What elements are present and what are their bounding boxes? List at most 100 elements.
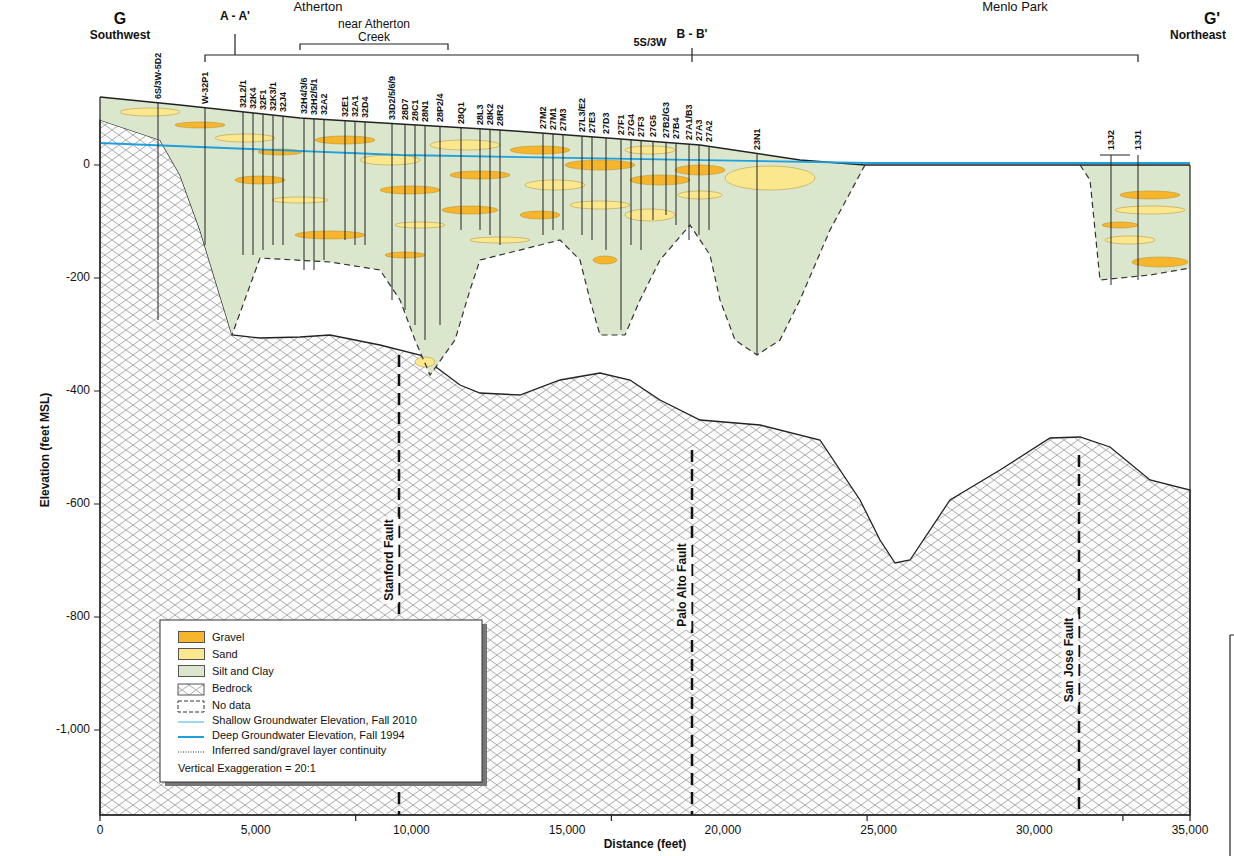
well-id: 27E3	[588, 112, 597, 133]
well-id: 32H4/3/6	[300, 78, 309, 115]
well-line	[676, 143, 677, 225]
well-line	[543, 133, 544, 235]
axis-tick-label: 20,000	[705, 824, 742, 837]
well-line	[653, 141, 654, 220]
well-id: 33D2/5/6/9	[388, 75, 397, 119]
well-line	[283, 116, 284, 245]
well-id: 27B4	[672, 118, 681, 140]
place-name: Atherton	[293, 0, 342, 14]
well-id: 32L2/1	[239, 80, 248, 108]
well-id: 28P2/4	[436, 94, 445, 123]
axis-tick-label: -400	[66, 384, 90, 397]
axis-tick-label: 5,000	[241, 824, 271, 837]
axis-tick-label: 35,000	[1172, 824, 1209, 837]
legend-text: Silt and Clay	[212, 665, 274, 677]
well-id: 32H2/5/1	[310, 78, 319, 115]
well-id: 32E1	[341, 96, 350, 117]
well-id: 27F3	[637, 116, 646, 137]
well-line	[253, 113, 254, 255]
axis-tick-label: 0	[83, 158, 90, 171]
well-id: 28L3	[476, 104, 485, 125]
well-line	[243, 112, 244, 255]
well-line	[1138, 155, 1139, 280]
well-id: 27M3	[559, 108, 568, 131]
place-name: Menlo Park	[982, 0, 1048, 14]
axis-tick-label: -600	[66, 497, 90, 510]
well-id: 32F1	[259, 89, 268, 110]
well-line	[582, 136, 583, 235]
section-end: G	[114, 10, 126, 28]
well-id: 32A2	[320, 94, 329, 116]
well-id: 27B2/G3	[662, 102, 671, 138]
well-line	[205, 108, 206, 245]
legend-text: Deep Groundwater Elevation, Fall 1994	[212, 729, 405, 741]
well-id: 13J1	[1134, 130, 1143, 150]
well-line	[621, 139, 622, 330]
well-line	[365, 122, 366, 245]
legend-swatch	[178, 648, 205, 660]
well-id: 27G4	[627, 114, 636, 136]
well-line	[490, 129, 491, 235]
fault-label: San Jose Fault	[1061, 615, 1078, 706]
well-id: 27L3/E2	[578, 98, 587, 132]
well-line	[355, 121, 356, 245]
section-ref: B - B'	[677, 28, 708, 41]
axis-title: Elevation (feet MSL)	[39, 393, 52, 508]
well-id: 27A1/B3	[685, 105, 694, 141]
well-line	[606, 138, 607, 250]
axis-tick-label: -800	[66, 610, 90, 623]
well-line	[500, 130, 501, 245]
township-range: 5S/3W	[633, 36, 666, 48]
legend-text: Sand	[212, 648, 238, 660]
well-line	[641, 141, 642, 250]
well-id: 27D3	[602, 112, 611, 134]
well-id: 27M2	[539, 107, 548, 130]
well-id: 32K4	[249, 87, 258, 109]
well-id: 28Q1	[457, 102, 466, 124]
direction: Southwest	[90, 29, 151, 42]
well-id: 13J2	[1107, 130, 1116, 150]
well-line	[666, 142, 667, 215]
legend-swatch	[178, 631, 205, 643]
well-id: 32D4	[361, 96, 370, 118]
legend-text: Inferred sand/gravel layer continuity	[212, 744, 386, 756]
legend-text: Bedrock	[212, 682, 252, 694]
well-line	[405, 124, 406, 310]
place-name: near Atherton Creek	[324, 18, 424, 44]
legend-text: Shallow Groundwater Elevation, Fall 2010	[212, 714, 417, 726]
well-id: 28R2	[496, 104, 505, 126]
well-line	[480, 129, 481, 230]
well-id: 23N1	[753, 128, 762, 150]
axis-tick-label: 10,000	[393, 824, 430, 837]
well-id: 28D7	[401, 99, 410, 121]
well-line	[314, 119, 315, 270]
well-line	[440, 126, 441, 325]
legend-text: Gravel	[212, 631, 244, 643]
well-id: 27M1	[549, 107, 558, 130]
legend-note: Vertical Exaggeration = 20:1	[178, 762, 316, 774]
well-line	[592, 137, 593, 240]
axis-tick-label: 25,000	[860, 824, 897, 837]
well-line	[425, 126, 426, 341]
direction: Northeast	[1170, 29, 1226, 42]
well-id: 27A3	[695, 119, 704, 141]
well-line	[1111, 155, 1112, 285]
well-id: 28C1	[411, 99, 420, 121]
axis-tick-label: -1,000	[56, 723, 90, 736]
legend-text: No data	[212, 699, 251, 711]
well-id: 6S/3W-5D2	[154, 52, 163, 98]
well-id: 28N1	[421, 100, 430, 122]
well-line	[324, 119, 325, 260]
fault-label: Palo Alto Fault	[674, 540, 691, 630]
well-line	[631, 140, 632, 245]
well-line	[345, 121, 346, 240]
well-id: 28K2	[486, 104, 495, 126]
well-id: 32J4	[279, 92, 288, 112]
legend-swatch	[178, 665, 205, 677]
well-line	[392, 124, 393, 300]
well-line	[757, 154, 758, 355]
well-id: 27G5	[649, 115, 658, 137]
well-line	[304, 118, 305, 270]
axis-tick-label: 30,000	[1016, 824, 1053, 837]
well-line	[563, 135, 564, 230]
